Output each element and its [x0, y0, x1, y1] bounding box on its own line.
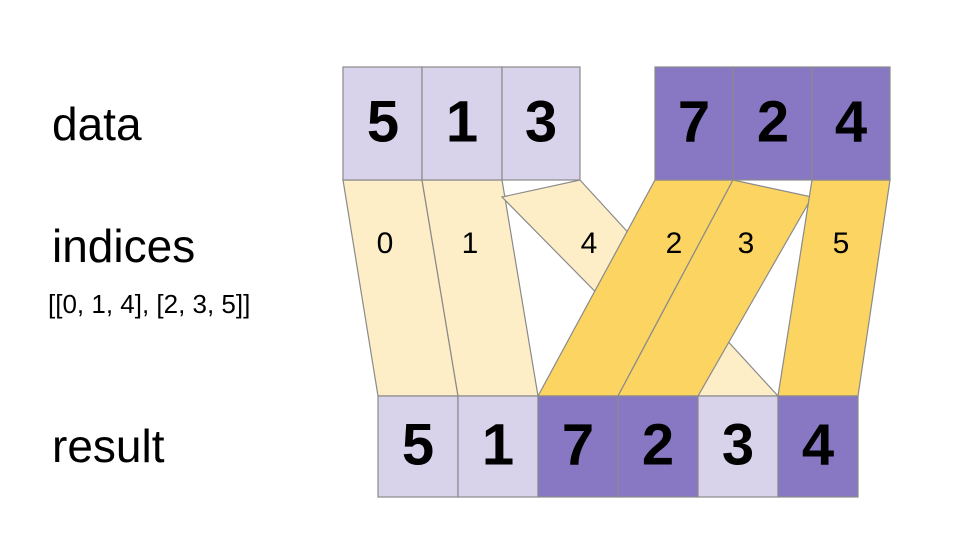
data-cell-value-0: 5	[367, 89, 399, 154]
result-cell-4	[697, 395, 779, 498]
result-cell-value-3: 2	[642, 412, 674, 477]
result-cell-3	[617, 395, 699, 498]
result-row: 5 1 7 2 3 4	[377, 395, 859, 498]
data-cell-value-5: 4	[835, 89, 867, 154]
result-cell-value-5: 4	[802, 412, 834, 477]
data-row: 5 1 3 7 2 4	[342, 66, 891, 181]
data-cell-1	[421, 66, 503, 181]
result-cell-value-0: 5	[402, 412, 434, 477]
index-label-3: 3	[738, 227, 755, 260]
result-cell-1	[457, 395, 539, 498]
result-cell-value-2: 7	[562, 412, 594, 477]
result-cell-value-1: 1	[482, 412, 514, 477]
row-label-result: result	[52, 420, 165, 472]
index-label-4: 4	[581, 227, 598, 260]
row-label-indices: indices	[52, 220, 196, 272]
index-label-2: 2	[666, 227, 683, 260]
data-cell-5	[811, 66, 891, 181]
ribbon-layer: 0 1 4 2 3 5	[342, 179, 891, 397]
result-cell-5	[777, 395, 859, 498]
data-cell-3	[654, 66, 734, 181]
data-cell-0	[342, 66, 423, 181]
index-label-0: 0	[377, 227, 394, 260]
index-label-1: 1	[462, 227, 479, 260]
row-label-data: data	[52, 98, 142, 150]
result-cell-value-4: 3	[722, 412, 754, 477]
data-cell-value-3: 7	[678, 89, 710, 154]
result-cell-0	[377, 395, 459, 498]
data-cell-2	[501, 66, 581, 181]
data-cell-value-4: 2	[757, 89, 789, 154]
index-label-5: 5	[833, 227, 850, 260]
data-cell-value-2: 3	[525, 89, 557, 154]
data-cell-value-1: 1	[446, 89, 478, 154]
indices-value-text: [[0, 1, 4], [2, 3, 5]]	[48, 289, 251, 319]
